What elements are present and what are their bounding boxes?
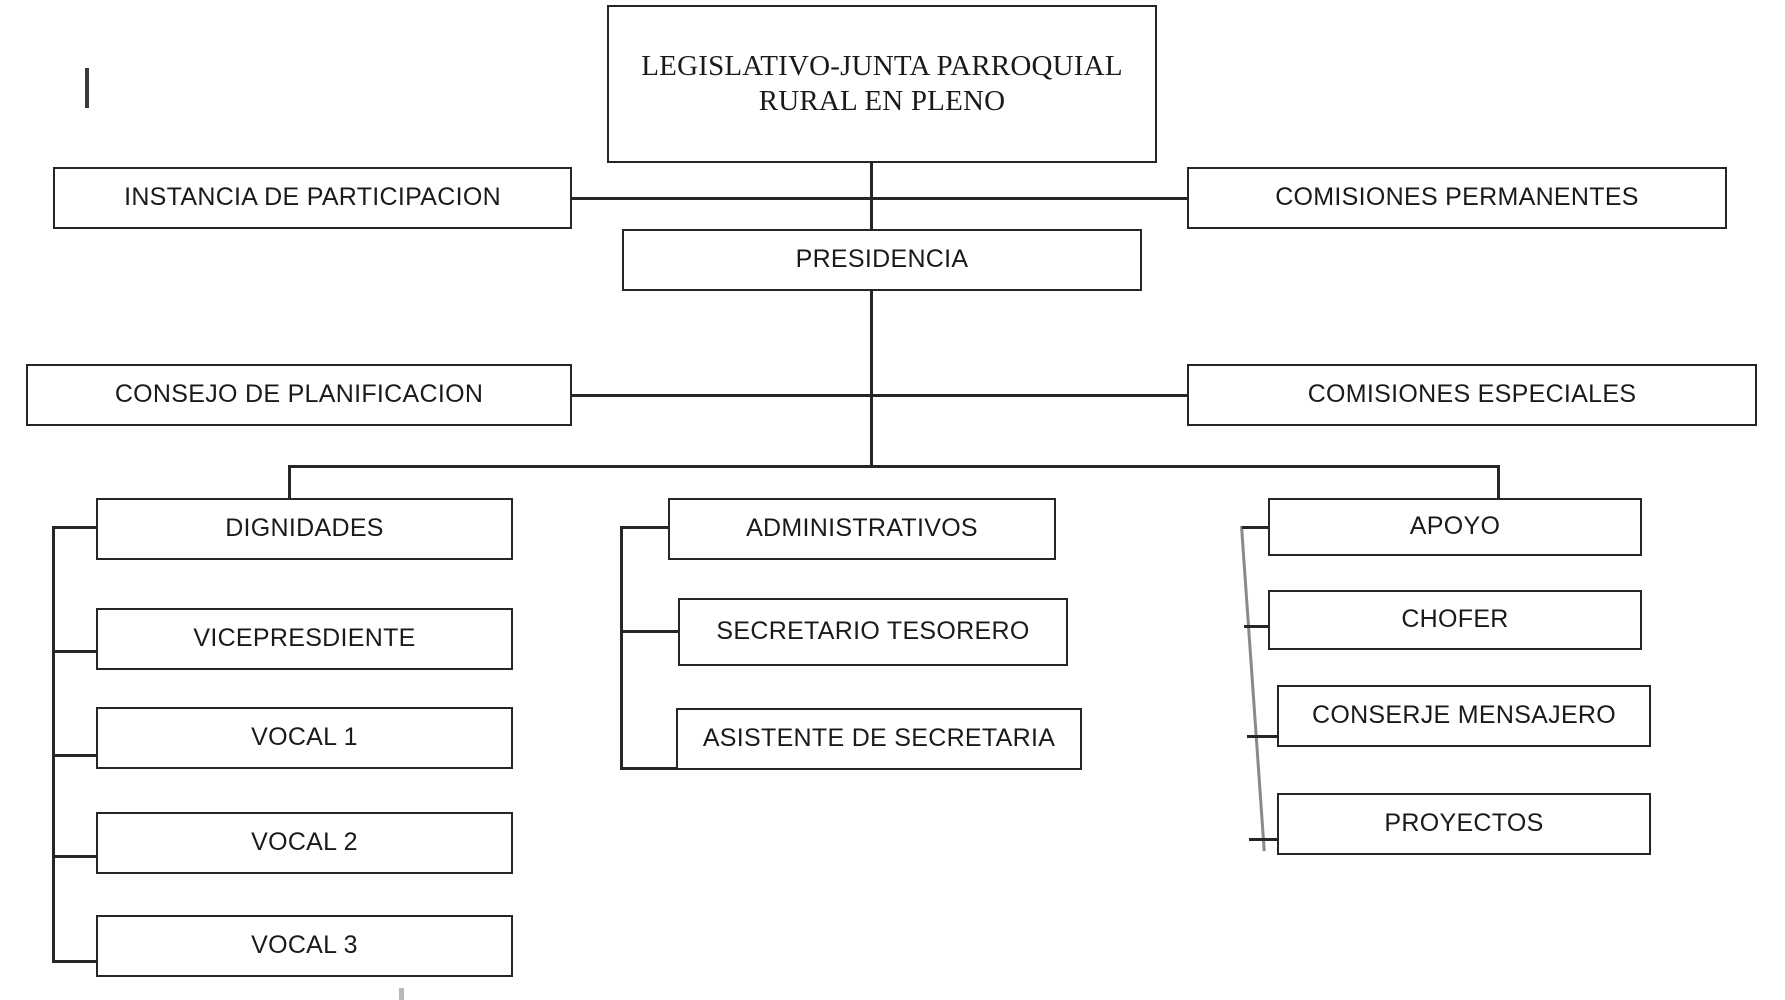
- node-administrativos[interactable]: ADMINISTRATIVOS: [668, 498, 1056, 560]
- edge-column3-stub-chofer: [1244, 625, 1274, 628]
- node-apoyo[interactable]: APOYO: [1268, 498, 1642, 556]
- edge-column1-stub-vocal-1: [52, 754, 98, 757]
- node-vocal-2[interactable]: VOCAL 2: [96, 812, 513, 874]
- edge-column1-stub-vicepresdiente: [52, 650, 98, 653]
- node-vocal-3[interactable]: VOCAL 3: [96, 915, 513, 977]
- edge-column2-stub-asistente-de-secretaria: [620, 767, 680, 770]
- edge-column3-stub-proyectos: [1249, 838, 1281, 841]
- edge-drop-to-apoyo: [1497, 465, 1500, 500]
- text-caret: [85, 68, 89, 108]
- node-comisiones-especiales[interactable]: COMISIONES ESPECIALES: [1187, 364, 1757, 426]
- edge-column1-stub-vocal-3: [52, 960, 98, 963]
- edge-column1-stub-dignidades: [52, 526, 98, 529]
- node-proyectos[interactable]: PROYECTOS: [1277, 793, 1651, 855]
- node-consejo-de-planificacion[interactable]: CONSEJO DE PLANIFICACION: [26, 364, 572, 426]
- edge-column1-stub-vocal-2: [52, 855, 98, 858]
- edge-column-distribution-bar: [288, 465, 1500, 468]
- node-comisiones-permanentes[interactable]: COMISIONES PERMANENTES: [1187, 167, 1727, 229]
- edge-column3-spine-slant: [1240, 525, 1266, 852]
- text-caret-secondary: [399, 988, 404, 1000]
- edge-column2-stub-secretario-tesorero: [620, 630, 680, 633]
- node-conserje-mensajero[interactable]: CONSERJE MENSAJERO: [1277, 685, 1651, 747]
- edge-presidencia-trunk: [870, 291, 873, 468]
- node-vicepresdiente[interactable]: VICEPRESDIENTE: [96, 608, 513, 670]
- node-asistente-de-secretaria[interactable]: ASISTENTE DE SECRETARIA: [676, 708, 1082, 770]
- edge-level2-lateral-bar: [572, 394, 1187, 397]
- node-instancia-de-participacion[interactable]: INSTANCIA DE PARTICIPACION: [53, 167, 572, 229]
- node-presidencia[interactable]: PRESIDENCIA: [622, 229, 1142, 291]
- edge-column2-spine: [620, 526, 623, 770]
- edge-column2-stub-administrativos: [620, 526, 670, 529]
- edge-drop-to-dignidades: [288, 465, 291, 500]
- node-chofer[interactable]: CHOFER: [1268, 590, 1642, 650]
- edge-root-to-presidencia: [870, 160, 873, 232]
- edge-column3-stub-apoyo: [1242, 526, 1272, 529]
- edge-column3-stub-conserje-mensajero: [1247, 735, 1281, 738]
- edge-column1-spine: [52, 526, 55, 963]
- node-legislativo-junta-parroquial[interactable]: LEGISLATIVO-JUNTA PARROQUIAL RURAL EN PL…: [607, 5, 1157, 163]
- edge-level1-lateral-bar: [572, 197, 1187, 200]
- node-dignidades[interactable]: DIGNIDADES: [96, 498, 513, 560]
- node-secretario-tesorero[interactable]: SECRETARIO TESORERO: [678, 598, 1068, 666]
- node-vocal-1[interactable]: VOCAL 1: [96, 707, 513, 769]
